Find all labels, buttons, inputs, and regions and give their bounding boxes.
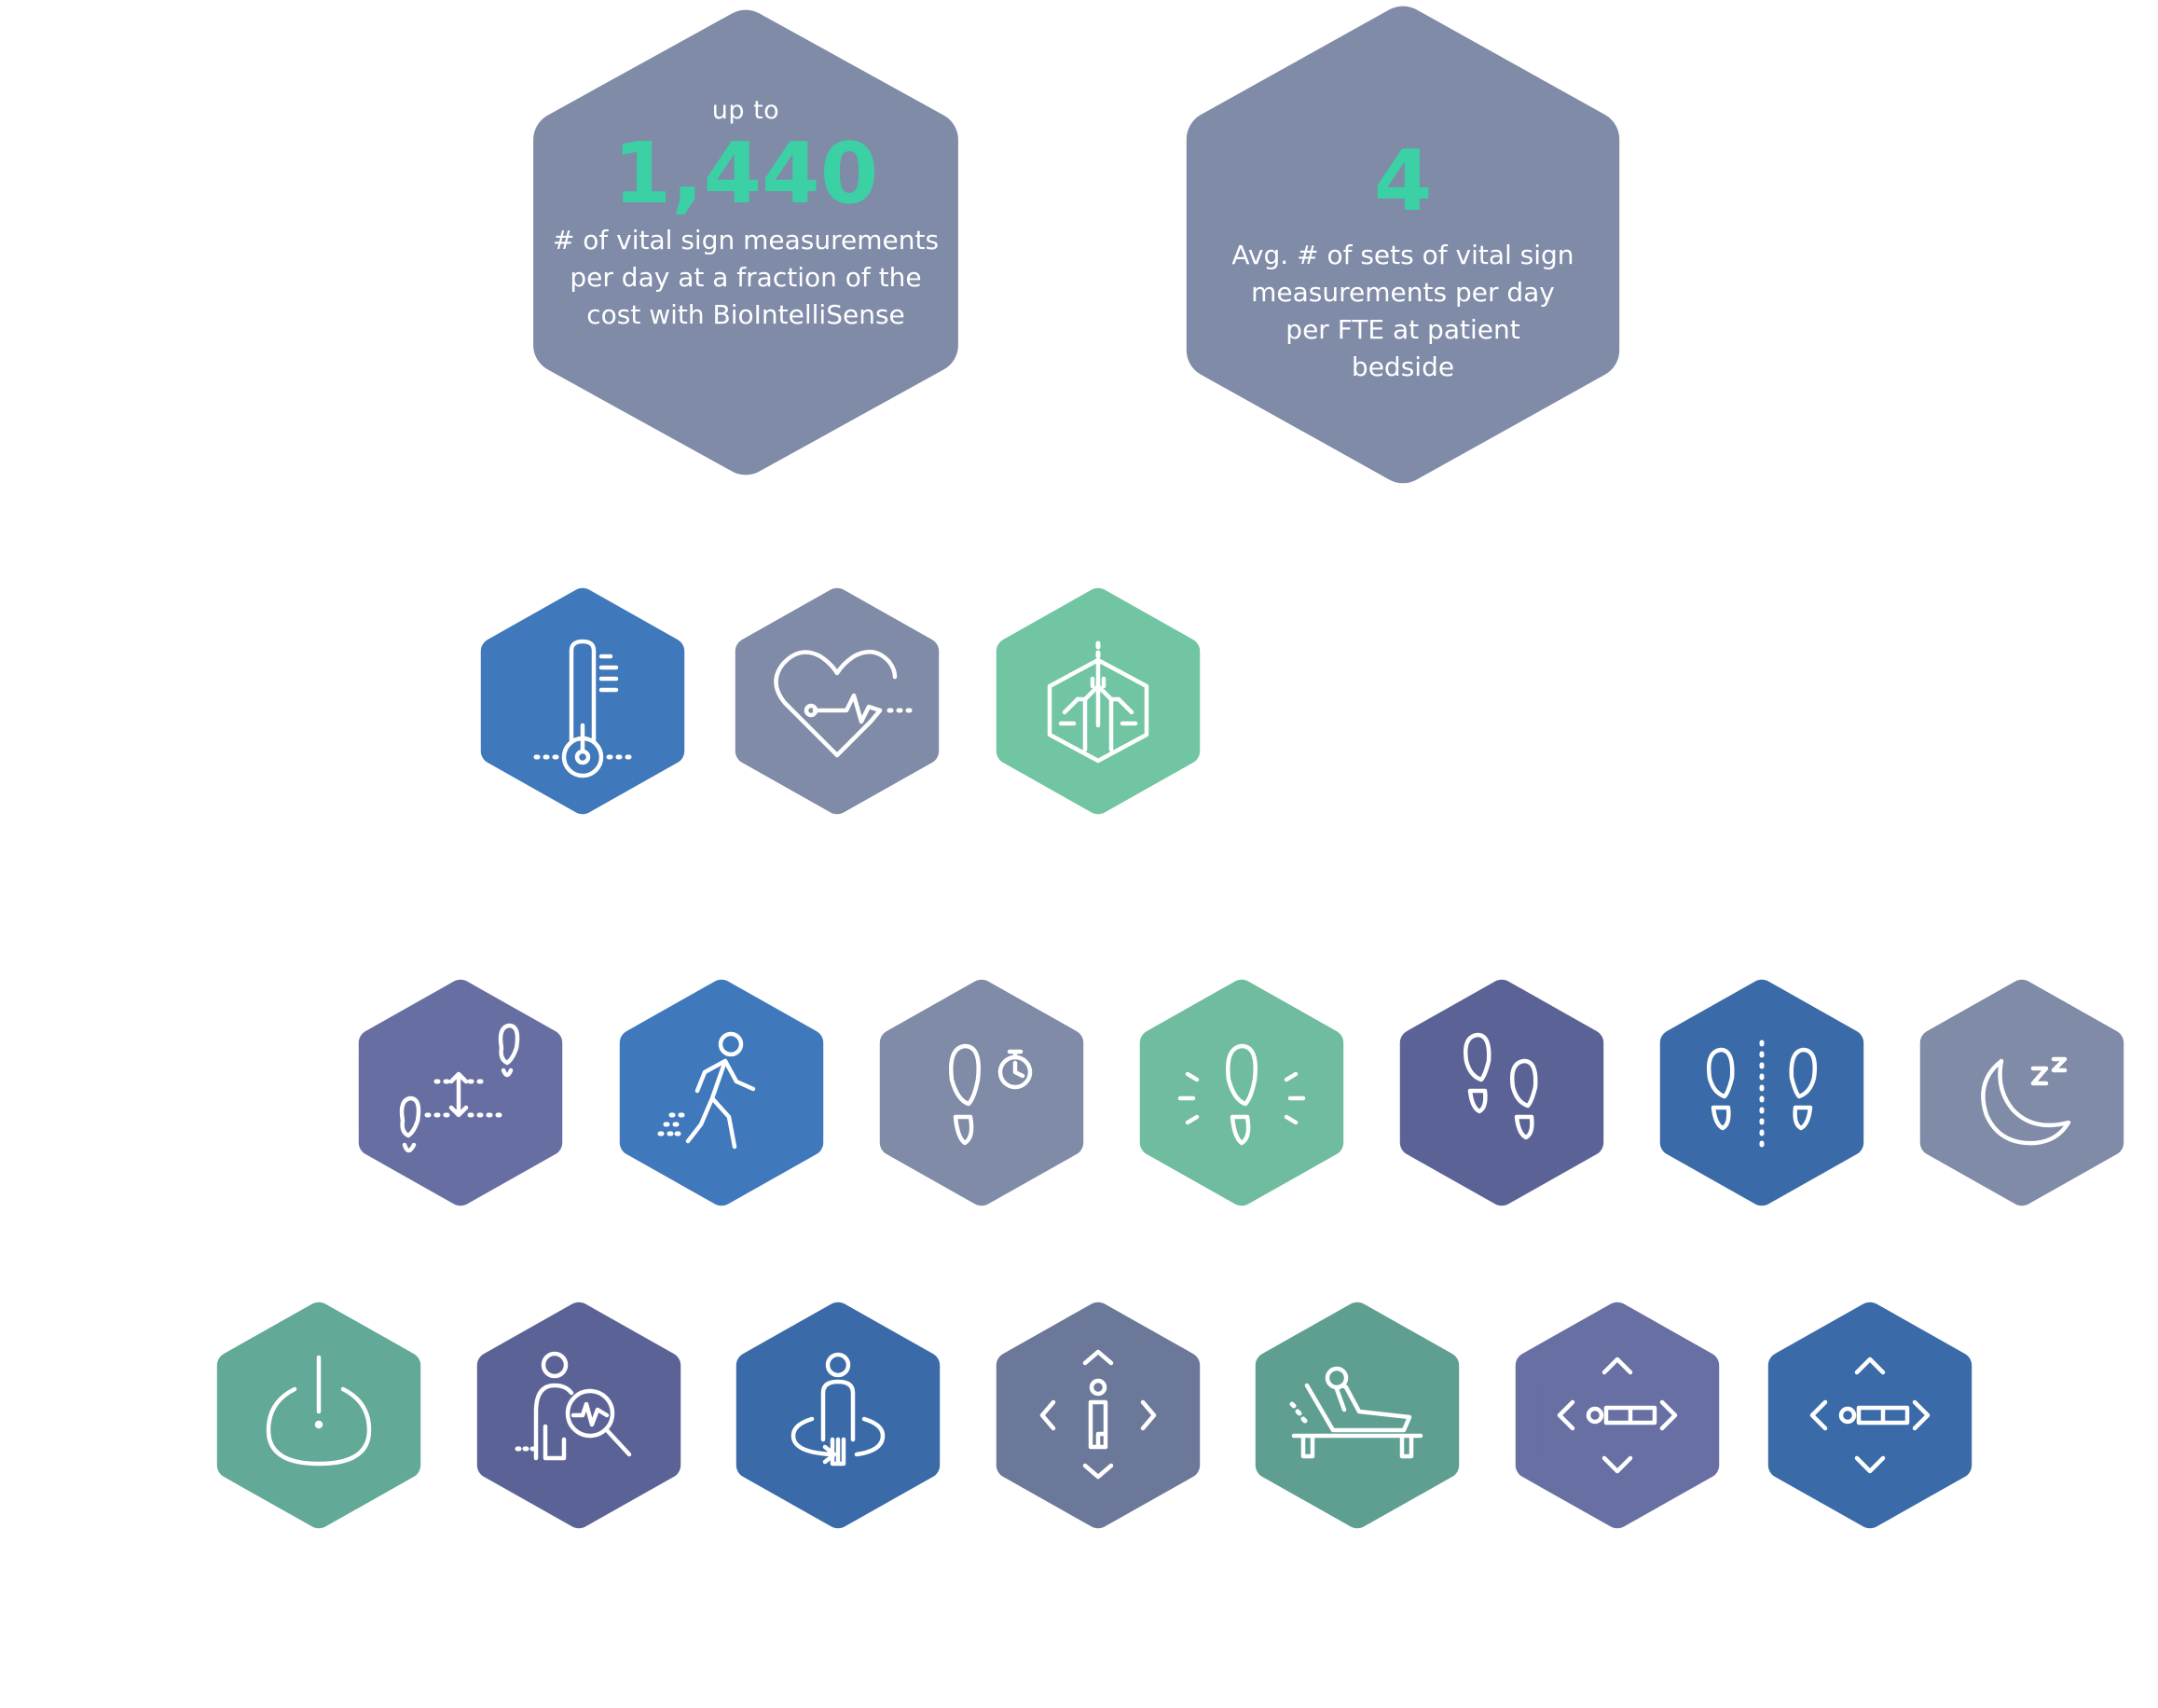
sleep-moon-icon [1919, 977, 2124, 1208]
stat-description-line: measurements per day [1251, 277, 1555, 308]
stat-prefix: up to [711, 96, 780, 125]
stat-description-line: cost with BioIntelliSense [586, 299, 905, 330]
stat-hexagon-bedside: 4 Avg. # of sets of vital sign measureme… [1184, 0, 1622, 489]
stat-description-line: per day at a fraction of the [570, 262, 922, 293]
person-analysis-icon [476, 1300, 681, 1531]
footprints-divided-icon [1659, 977, 1864, 1208]
standing-body-position-icon [996, 1300, 1201, 1531]
stat-hexagon-shape [1186, 6, 1620, 484]
stat-description-line: per FTE at patient [1285, 314, 1520, 345]
heart-rate-icon [735, 585, 940, 817]
lying-body-position-alt-icon [1767, 1300, 1972, 1531]
step-timer-icon [879, 977, 1084, 1208]
stat-value: 4 [1373, 132, 1433, 230]
footstep-activity-icon [1139, 977, 1344, 1208]
stat-description-line: bedside [1351, 351, 1455, 382]
lying-body-position-icon [1515, 1300, 1720, 1531]
stat-description-line: Avg. # of sets of vital sign [1231, 240, 1574, 270]
stat-description-line: # of vital sign measurements [552, 225, 940, 255]
person-rotate-icon [735, 1300, 941, 1531]
stat-hexagon-shape [533, 9, 958, 475]
two-footprints-icon [1399, 977, 1604, 1208]
stat-hexagon-measurements: up to 1,440 # of vital sign measurements… [531, 5, 960, 480]
power-icon [216, 1300, 421, 1531]
reclining-chair-icon [1255, 1300, 1460, 1531]
walking-person-icon [619, 977, 824, 1208]
lungs-respiratory-icon [996, 585, 1201, 817]
gait-step-length-icon [358, 977, 563, 1208]
stat-value: 1,440 [612, 125, 879, 223]
temperature-icon [480, 585, 685, 817]
